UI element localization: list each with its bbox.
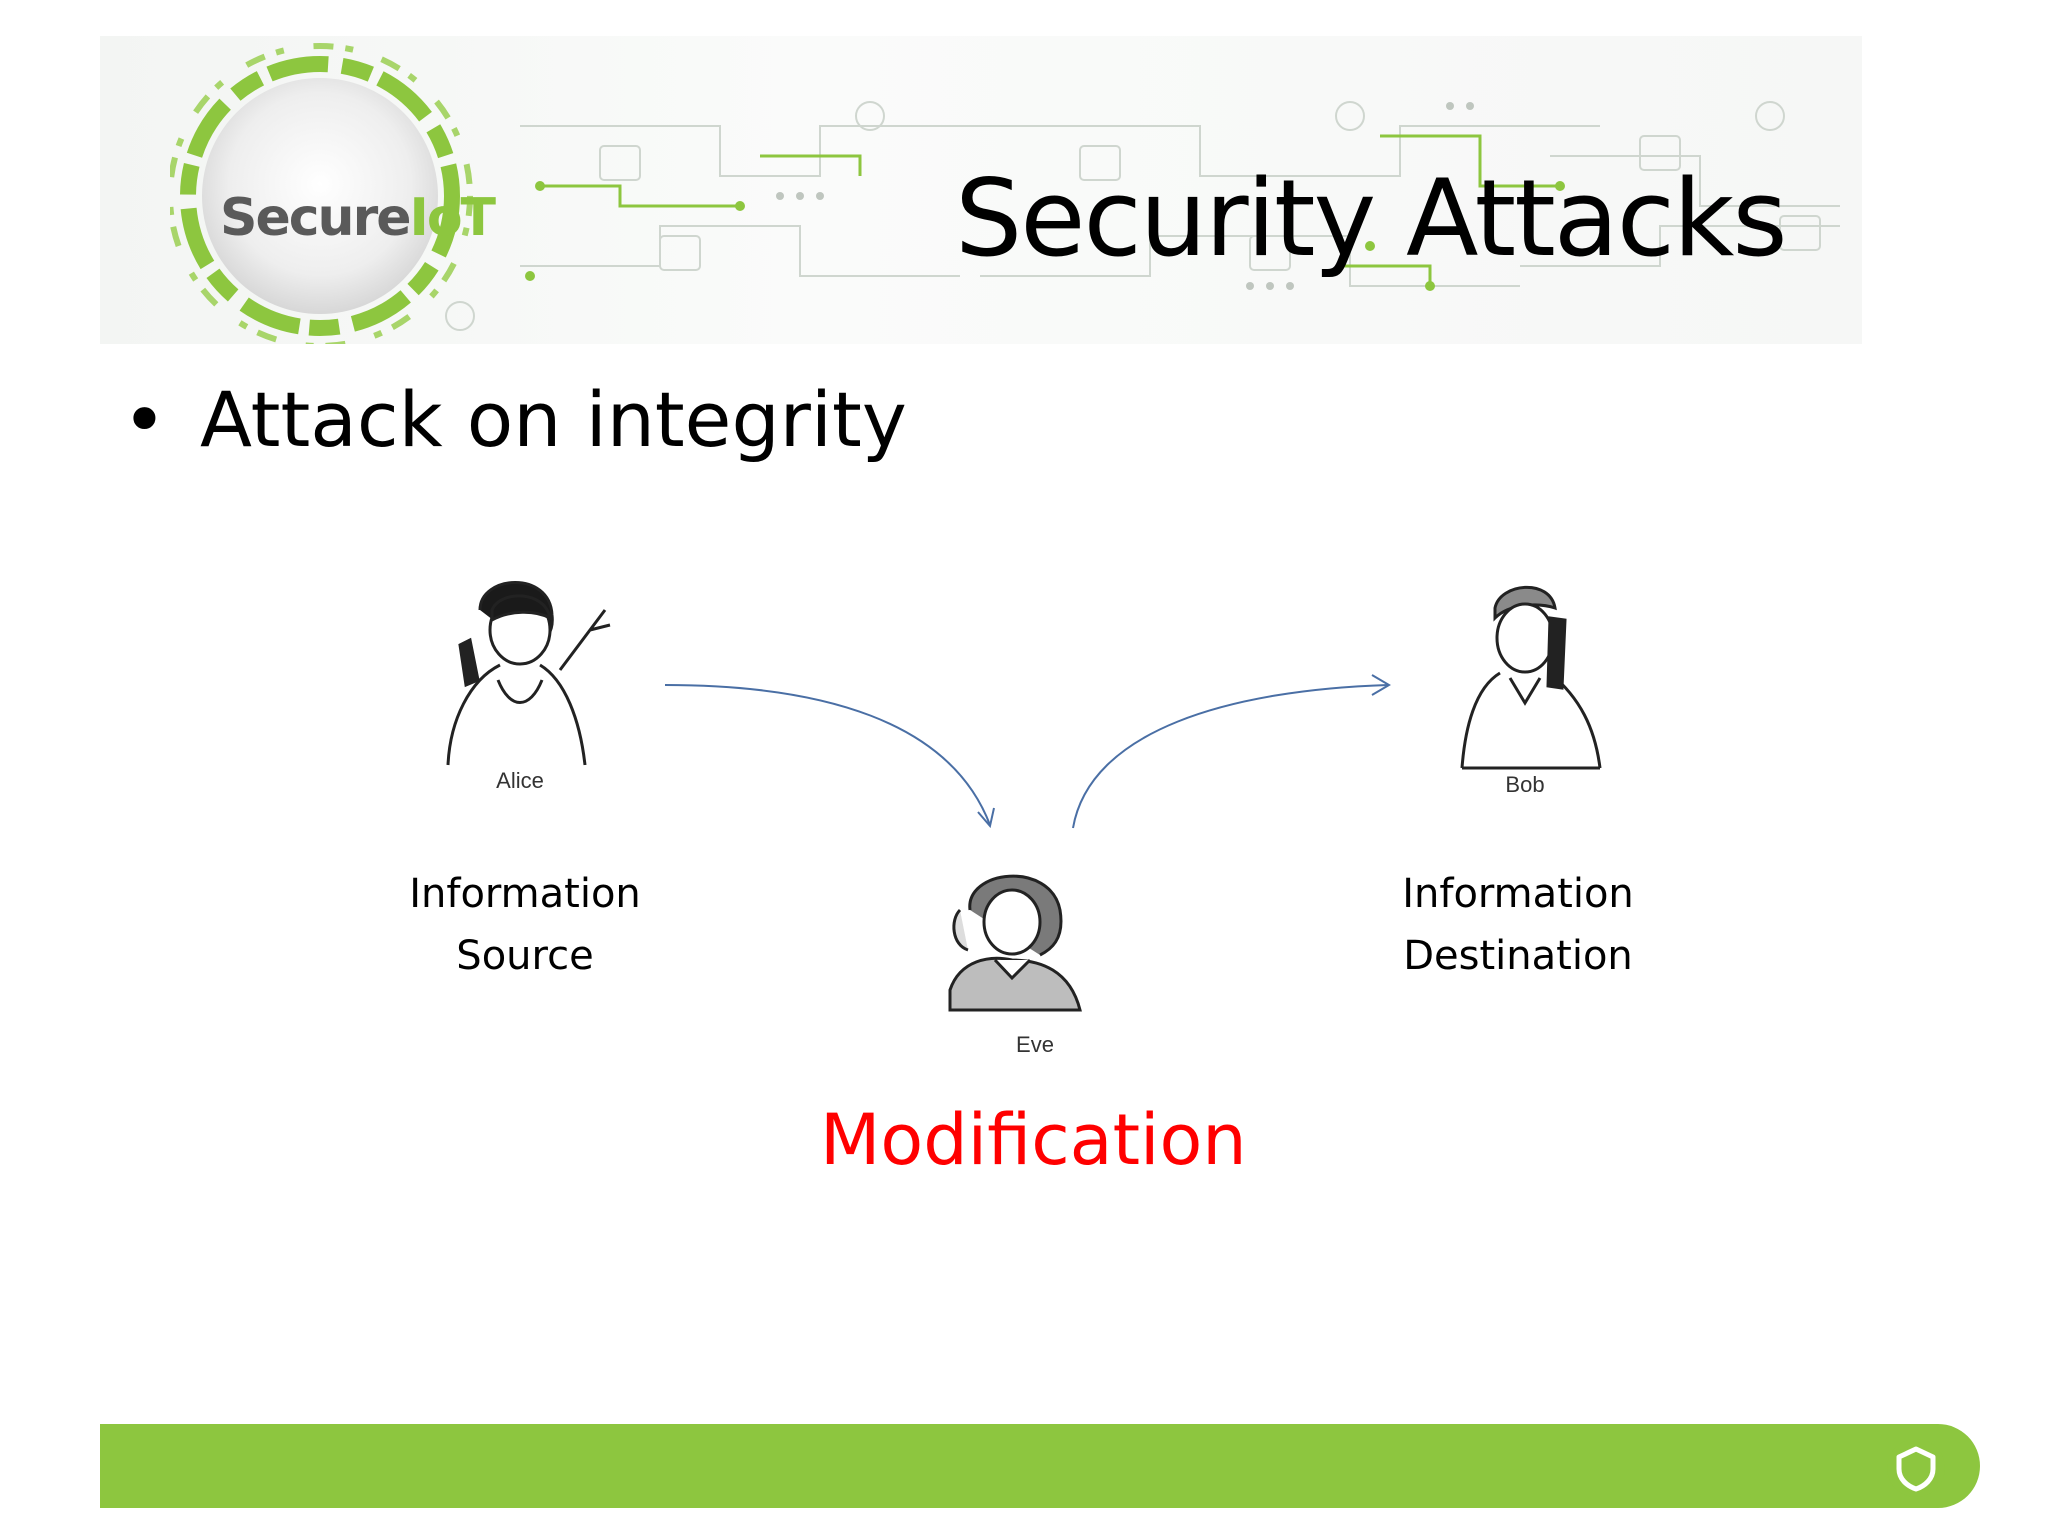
- arrow-source-to-intruder: [664, 684, 991, 826]
- alice-name: Alice: [496, 768, 544, 793]
- attack-type-label: Modification: [820, 1099, 1247, 1181]
- bullet-marker: •: [122, 375, 167, 464]
- bullet-text: Attack on integrity: [200, 375, 907, 464]
- header-banner: SecureIoT Security Attacks: [100, 36, 1862, 344]
- arrow-intruder-to-destination: [1072, 684, 1389, 829]
- secureiot-logo: [170, 43, 473, 344]
- footer-bar: [100, 1424, 1980, 1508]
- slide-title: Security Attacks: [955, 157, 1788, 280]
- eve-figure: [948, 874, 1082, 1012]
- bob-figure: [1460, 585, 1602, 770]
- source-label: Information Source: [409, 871, 641, 979]
- circuit-background: [445, 101, 1840, 331]
- bob-name: Bob: [1505, 772, 1545, 797]
- alice-figure: [446, 581, 611, 766]
- logo-text: SecureIoT: [220, 188, 496, 248]
- destination-label: Information Destination: [1402, 871, 1634, 979]
- bullet-item: •Attack on integrity: [122, 382, 907, 458]
- eve-name: Eve: [1016, 1032, 1054, 1057]
- shield-icon: [1887, 1439, 1945, 1497]
